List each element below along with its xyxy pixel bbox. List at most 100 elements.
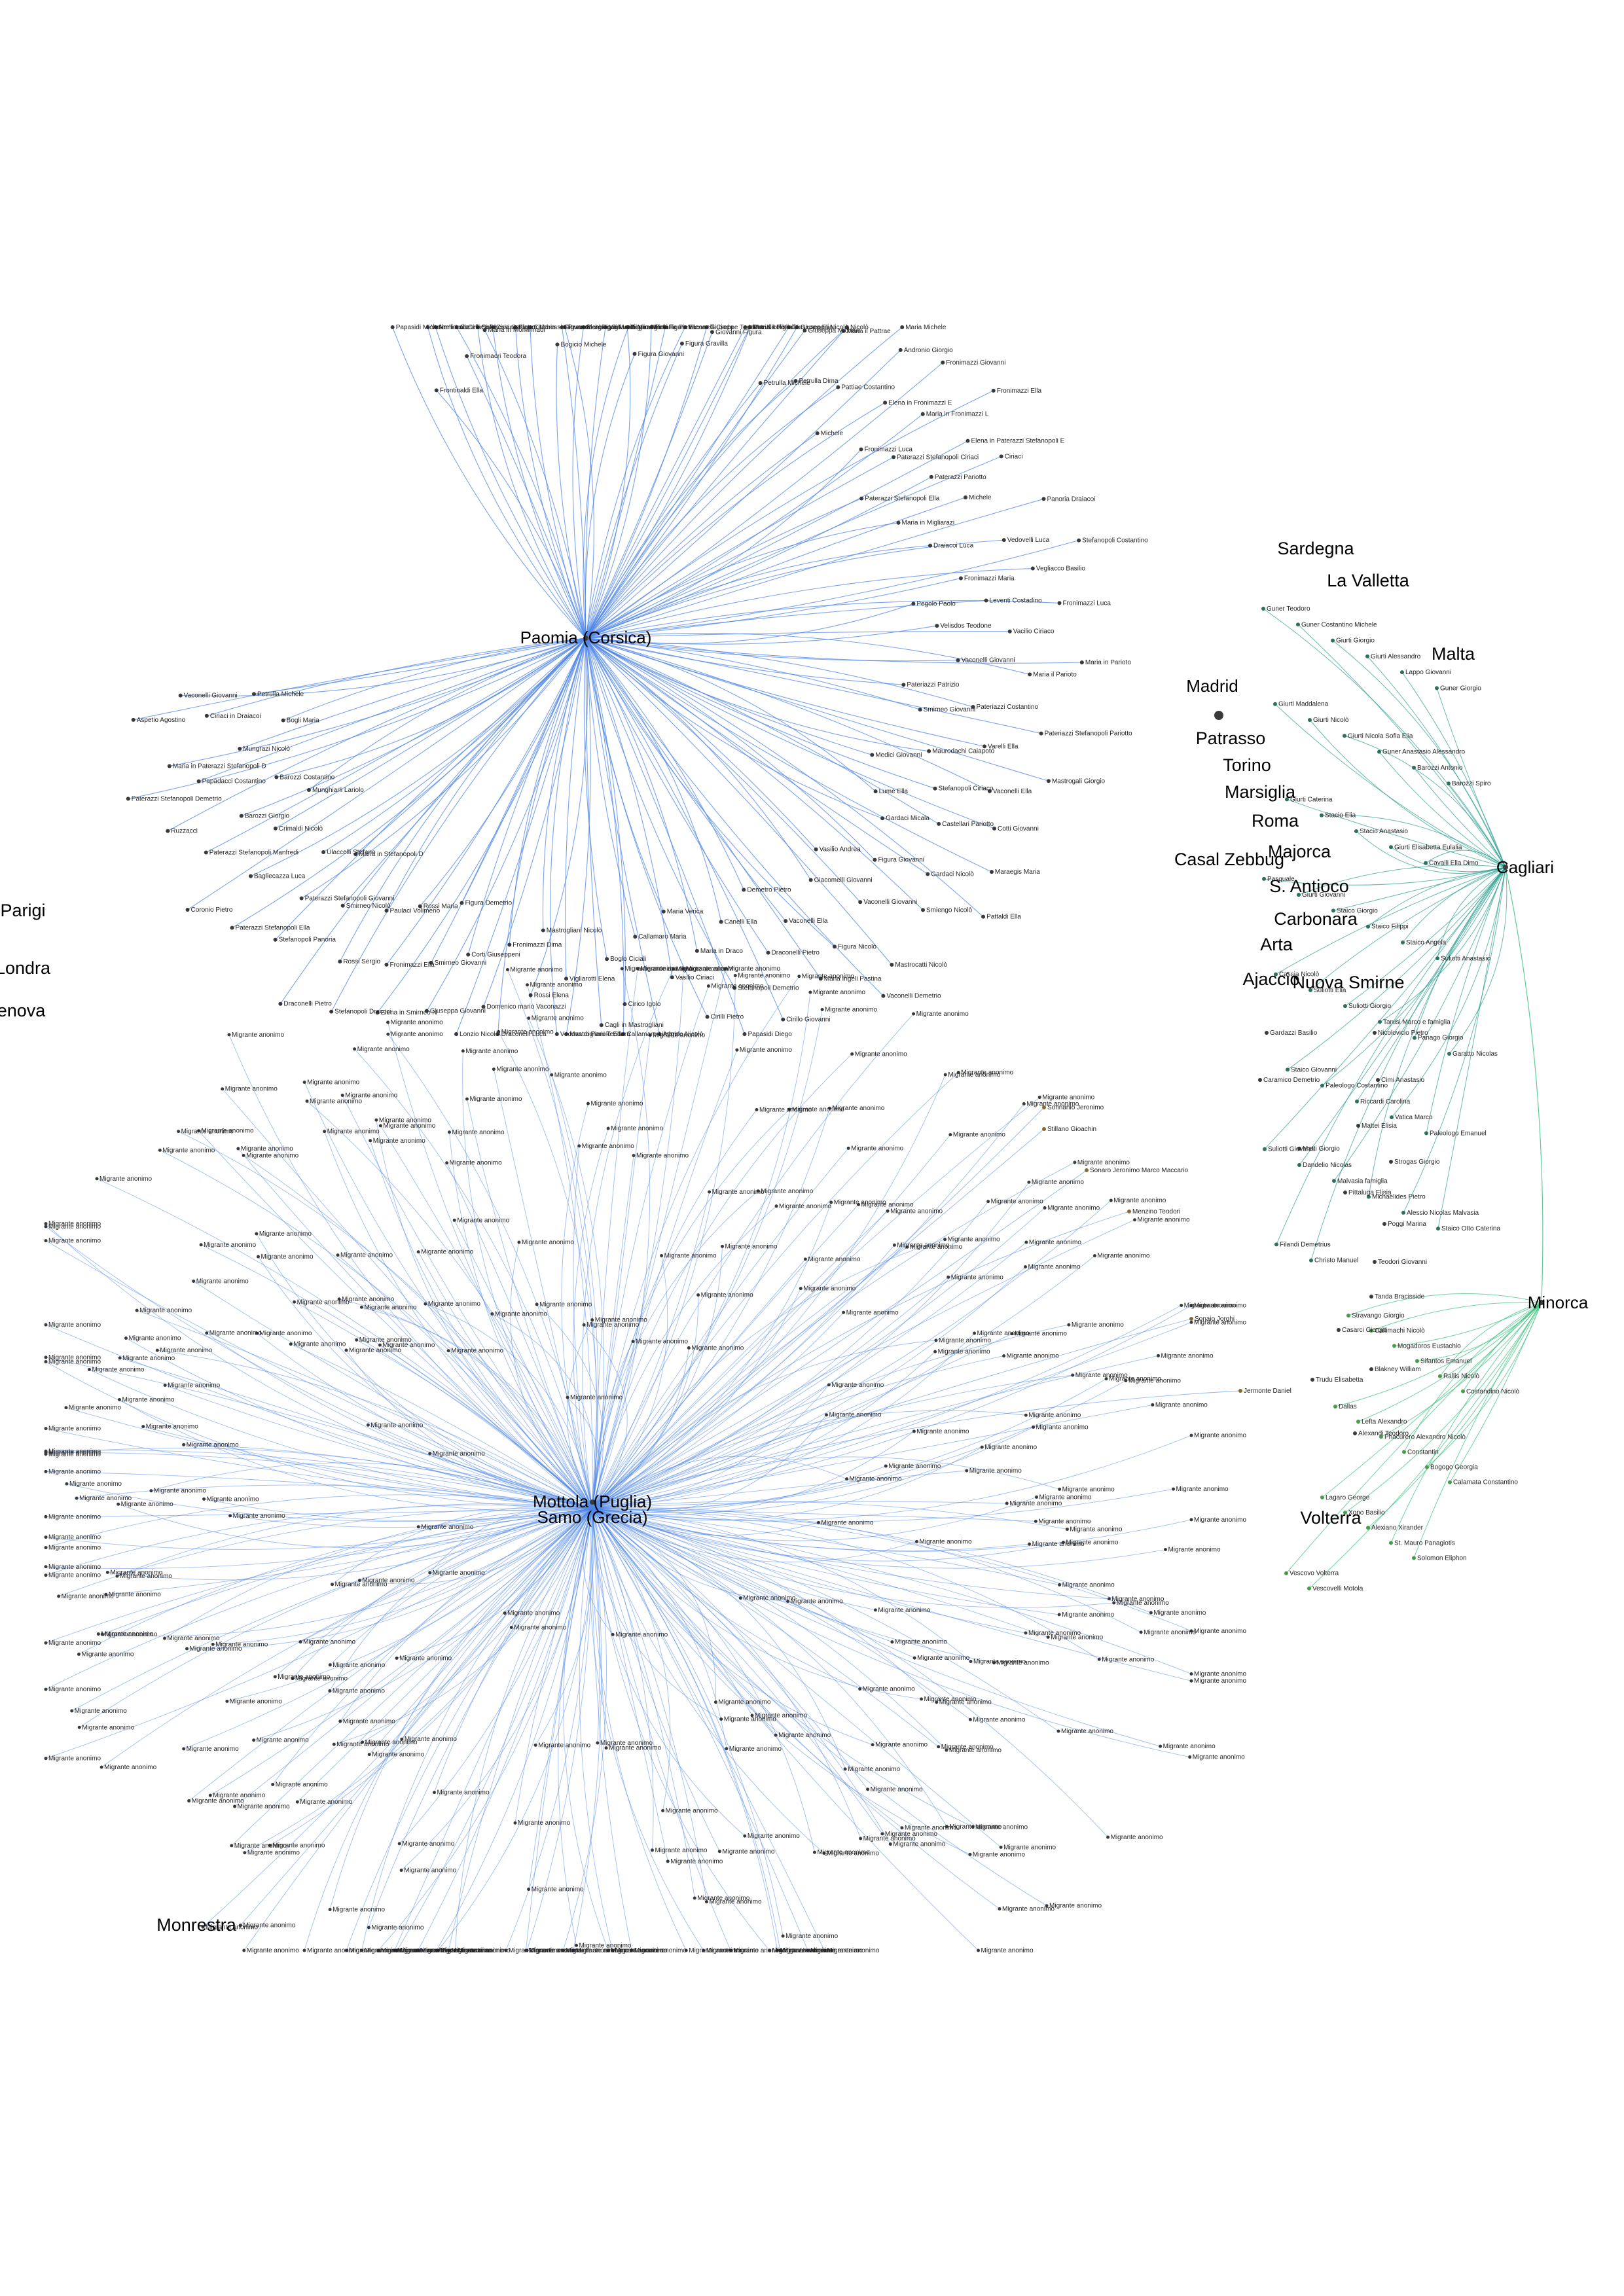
migrant-node[interactable] xyxy=(44,1427,48,1431)
person-node[interactable] xyxy=(1365,654,1369,658)
migrant-node[interactable] xyxy=(969,1659,973,1663)
person-node[interactable] xyxy=(844,325,849,329)
migrant-node[interactable] xyxy=(44,1687,48,1691)
person-node[interactable] xyxy=(466,952,471,957)
person-node[interactable] xyxy=(732,986,737,990)
migrant-node[interactable] xyxy=(1034,1519,1038,1523)
person-node[interactable] xyxy=(1367,1194,1371,1199)
migrant-node[interactable] xyxy=(1032,1425,1036,1429)
migrant-node[interactable] xyxy=(577,1144,581,1148)
migrant-node[interactable] xyxy=(980,1445,984,1449)
migrant-node[interactable] xyxy=(100,1632,104,1636)
migrant-node[interactable] xyxy=(1151,1403,1155,1407)
migrant-node[interactable] xyxy=(1005,1501,1009,1505)
migrant-node[interactable] xyxy=(96,1632,100,1636)
person-node[interactable] xyxy=(758,381,763,386)
migrant-node[interactable] xyxy=(1073,1160,1077,1164)
migrant-node[interactable] xyxy=(1133,1218,1137,1222)
migrant-node[interactable] xyxy=(104,1592,108,1596)
migrant-node[interactable] xyxy=(44,1355,48,1359)
person-node[interactable] xyxy=(971,705,975,709)
migrant-node[interactable] xyxy=(846,1146,850,1150)
migrant-node[interactable] xyxy=(827,1106,831,1110)
migrant-node[interactable] xyxy=(428,1452,432,1456)
person-node[interactable] xyxy=(273,937,278,942)
migrant-node[interactable] xyxy=(44,1222,48,1226)
person-node[interactable] xyxy=(1448,1480,1452,1484)
migrant-node[interactable] xyxy=(435,1948,439,1952)
person-node[interactable] xyxy=(1354,829,1358,833)
migrant-node[interactable] xyxy=(1067,1323,1071,1327)
person-node[interactable] xyxy=(1331,908,1335,913)
migrant-node[interactable] xyxy=(704,1900,708,1904)
person-node[interactable] xyxy=(238,747,242,751)
migrant-node[interactable] xyxy=(661,1809,665,1813)
migrant-node[interactable] xyxy=(115,1574,119,1578)
person-node[interactable] xyxy=(633,935,638,939)
migrant-node[interactable] xyxy=(611,1948,615,1952)
migrant-node[interactable] xyxy=(465,1097,469,1101)
migrant-node[interactable] xyxy=(243,1851,247,1855)
migrant-node[interactable] xyxy=(561,1948,565,1952)
person-node[interactable] xyxy=(1189,1317,1193,1321)
migrant-node[interactable] xyxy=(255,1331,259,1335)
migrant-node[interactable] xyxy=(912,1429,916,1433)
migrant-node[interactable] xyxy=(445,1161,449,1165)
migrant-node[interactable] xyxy=(185,1647,189,1651)
migrant-node[interactable] xyxy=(293,1300,297,1304)
migrant-node[interactable] xyxy=(986,1200,990,1204)
person-node[interactable] xyxy=(921,908,926,912)
migrant-node[interactable] xyxy=(880,1832,884,1836)
person-node[interactable] xyxy=(704,325,709,329)
person-node[interactable] xyxy=(1392,1344,1396,1348)
person-node[interactable] xyxy=(321,850,326,854)
person-node[interactable] xyxy=(1343,1191,1347,1194)
person-node[interactable] xyxy=(983,744,987,749)
migrant-node[interactable] xyxy=(525,1948,529,1952)
migrant-node[interactable] xyxy=(900,1826,904,1830)
migrant-node[interactable] xyxy=(378,1124,382,1128)
person-node[interactable] xyxy=(1412,1556,1416,1560)
migrant-node[interactable] xyxy=(620,967,624,971)
person-node[interactable] xyxy=(991,388,996,393)
migrant-node[interactable] xyxy=(933,1350,937,1354)
migrant-node[interactable] xyxy=(77,1725,81,1729)
migrant-node[interactable] xyxy=(461,1049,465,1053)
migrant-node[interactable] xyxy=(155,1348,159,1352)
person-node[interactable] xyxy=(434,388,439,393)
person-node[interactable] xyxy=(281,718,285,723)
person-node[interactable] xyxy=(384,962,389,967)
migrant-node[interactable] xyxy=(660,1254,664,1258)
migrant-node[interactable] xyxy=(75,1496,79,1500)
migrant-node[interactable] xyxy=(44,1225,48,1229)
person-node[interactable] xyxy=(1401,941,1405,944)
person-node[interactable] xyxy=(541,928,545,933)
migrant-node[interactable] xyxy=(255,1232,259,1236)
migrant-node[interactable] xyxy=(1156,1354,1160,1357)
person-node[interactable] xyxy=(742,888,746,892)
person-node[interactable] xyxy=(1297,1147,1301,1151)
migrant-node[interactable] xyxy=(871,1743,875,1747)
migrant-node[interactable] xyxy=(268,1843,272,1847)
migrant-node[interactable] xyxy=(302,1080,306,1084)
migrant-node[interactable] xyxy=(1188,1755,1192,1759)
person-node[interactable] xyxy=(1028,672,1032,677)
migrant-node[interactable] xyxy=(44,1565,48,1569)
migrant-node[interactable] xyxy=(1022,1102,1026,1106)
person-node[interactable] xyxy=(248,874,253,878)
migrant-node[interactable] xyxy=(787,1107,791,1111)
migrant-node[interactable] xyxy=(492,1067,496,1071)
migrant-node[interactable] xyxy=(733,974,737,978)
migrant-node[interactable] xyxy=(696,1293,700,1297)
migrant-node[interactable] xyxy=(1189,1679,1193,1683)
migrant-node[interactable] xyxy=(182,1747,186,1751)
migrant-node[interactable] xyxy=(886,1209,890,1213)
migrant-node[interactable] xyxy=(302,1948,306,1952)
migrant-node[interactable] xyxy=(44,1449,48,1453)
migrant-node[interactable] xyxy=(767,1948,771,1952)
migrant-node[interactable] xyxy=(295,1800,299,1804)
migrant-node[interactable] xyxy=(242,1948,246,1952)
migrant-node[interactable] xyxy=(225,1699,229,1703)
person-node[interactable] xyxy=(1007,629,1012,634)
migrant-node[interactable] xyxy=(973,1331,977,1335)
